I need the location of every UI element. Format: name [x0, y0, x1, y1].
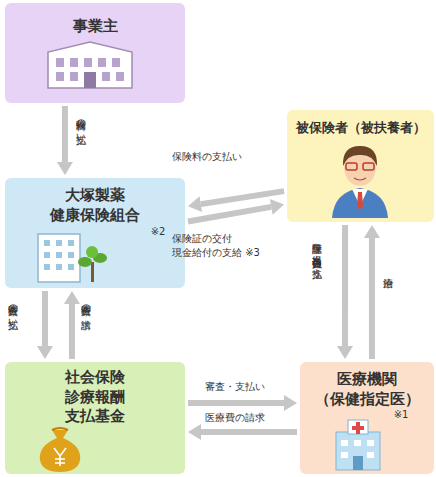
window — [68, 264, 74, 270]
building-body — [38, 234, 80, 282]
hospital-body — [336, 432, 380, 470]
window — [367, 440, 374, 446]
callout-number: ※2 — [143, 225, 173, 238]
window — [116, 72, 124, 81]
callout-number: ※1 — [386, 408, 416, 421]
door — [84, 72, 96, 88]
red-cross — [352, 422, 364, 434]
arrow-head — [64, 291, 80, 304]
node-title: 大塚製薬 健康保険組合 — [25, 186, 165, 225]
window — [341, 440, 348, 446]
window — [70, 58, 78, 67]
arrow-head — [188, 424, 201, 440]
flow-arrow — [64, 291, 80, 359]
arrow-shaft — [201, 429, 297, 435]
bag — [40, 430, 80, 472]
tree-trunk — [91, 262, 94, 282]
tree-leaf — [78, 257, 92, 267]
node-title: 社会保険 診療報酬 支払基金 — [55, 368, 135, 427]
arrow-label: 保険料の支払い — [172, 150, 292, 164]
arrow-label: 医療費の請求 — [205, 411, 295, 425]
arrow-label: 保険料の 支払い — [74, 113, 88, 159]
arrow-head — [270, 199, 284, 215]
flow-arrow — [57, 106, 73, 175]
window — [44, 240, 50, 246]
flow-arrow — [188, 395, 297, 411]
window — [68, 252, 74, 258]
node-title: 医療機関 （保健指定医） — [307, 370, 427, 409]
flow-arrow — [337, 225, 353, 359]
arrow-label: 医療費の 支払い — [6, 298, 20, 344]
flow-arrow — [364, 225, 380, 359]
suit — [332, 188, 388, 218]
window — [112, 58, 120, 67]
building-body — [48, 42, 132, 88]
node-title: 事業主 — [5, 17, 185, 37]
arrow-label: 保険証を提出 自己負担分を支払う — [310, 236, 324, 340]
window — [84, 58, 92, 67]
glasses — [363, 163, 374, 170]
arrow-head — [57, 162, 73, 175]
window — [68, 240, 74, 246]
union-building-icon — [38, 234, 107, 282]
hospital-tower — [348, 420, 368, 434]
arrow-shaft — [69, 304, 75, 359]
node-title: 被保険者（被扶養者） — [287, 120, 434, 137]
window — [56, 58, 64, 67]
arrow-shaft — [188, 400, 284, 406]
yen-sign — [54, 448, 66, 466]
arrow-shaft — [188, 207, 271, 222]
arrow-head — [337, 346, 353, 359]
arrow-label: 審査・支払い — [205, 380, 295, 394]
union-box: 大塚製薬 健康保険組合※2 — [5, 178, 185, 288]
arrow-head — [37, 346, 53, 359]
window — [56, 264, 62, 270]
arrow-shaft — [369, 238, 375, 359]
office-building-icon — [48, 42, 132, 88]
arrow-shaft — [42, 291, 48, 346]
window — [341, 452, 348, 458]
arrow-label: 保険証の交付 現金給付の支給 ※3 — [172, 232, 288, 259]
window — [56, 240, 62, 246]
window — [367, 452, 374, 458]
window — [56, 252, 62, 258]
hospital-icon — [336, 420, 380, 470]
arrow-label: 医療費の 請求 — [79, 298, 93, 344]
window — [354, 440, 361, 446]
tree-leaf — [86, 246, 98, 258]
window — [102, 72, 110, 81]
arrow-head — [364, 225, 380, 238]
fund-box: 社会保険 診療報酬 支払基金 — [5, 362, 185, 474]
arrow-head — [284, 395, 297, 411]
tie — [357, 192, 363, 210]
arrow-head — [188, 196, 202, 212]
arrow-shaft — [342, 225, 348, 346]
bag-tie — [52, 428, 68, 430]
window — [44, 264, 50, 270]
window — [98, 58, 106, 67]
window — [56, 72, 64, 81]
flow-arrow — [37, 291, 53, 359]
glasses — [346, 163, 357, 170]
mouth — [354, 178, 366, 180]
flow-arrow — [188, 199, 284, 222]
person-icon — [332, 146, 388, 218]
door — [353, 456, 363, 470]
window — [70, 72, 78, 81]
arrow-shaft — [62, 106, 68, 162]
money-bag-icon — [40, 428, 80, 472]
flow-arrow — [188, 424, 297, 440]
arrow-label: 治療 — [381, 270, 395, 300]
window — [44, 252, 50, 258]
